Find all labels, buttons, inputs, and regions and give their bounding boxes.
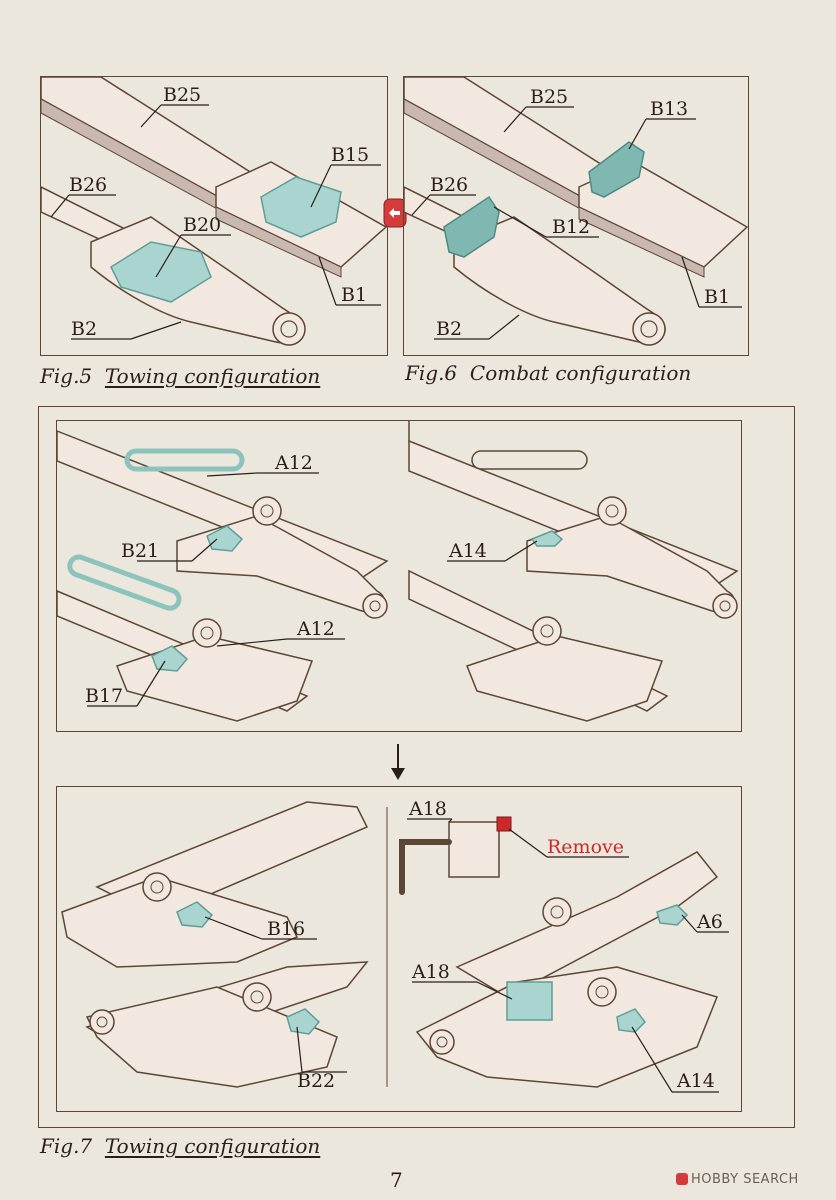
fig6-caption-number: Fig.6 — [405, 361, 458, 385]
fig5-caption-number: Fig.5 — [40, 364, 93, 388]
fig7-top-panel: A12 B21 A12 B17 A14 — [56, 420, 742, 732]
fig5-label-b20: B20 — [183, 214, 221, 236]
a18-block — [448, 821, 500, 878]
fig5-panel: B25 B15 B26 B20 B1 B2 — [40, 76, 388, 356]
fig7-caption-text: Towing configuration — [104, 1134, 321, 1158]
fig6-label-b25: B25 — [530, 86, 568, 108]
b22-part — [286, 1008, 321, 1035]
b12-part — [443, 195, 500, 258]
fig7-label-remove: Remove — [547, 836, 624, 858]
fig7-label-a14: A14 — [676, 1070, 715, 1092]
fig7-label-a18: A18 — [411, 961, 450, 983]
fig5-label-b1: B1 — [341, 284, 367, 306]
b21-part — [206, 525, 244, 552]
remove-tab — [496, 816, 512, 832]
b17-part — [151, 645, 189, 672]
fig7-label-a12-bottom: A12 — [296, 618, 335, 640]
fig6-panel: B25 B13 B26 B12 B1 B2 — [403, 76, 749, 356]
fig6-illustration: B25 B13 B26 B12 B1 B2 — [404, 77, 749, 346]
fig5-illustration: B25 B15 B26 B20 B1 B2 — [41, 77, 388, 346]
down-arrow-icon — [391, 744, 405, 780]
fig6-label-b13: B13 — [650, 98, 688, 120]
fig5-caption-text: Towing configuration — [104, 364, 321, 388]
fig7-bottom-panel: B16 B22 A18 Remove A6 A18 A14 — [56, 786, 742, 1112]
fig6-label-b2: B2 — [436, 318, 462, 340]
fig6-label-b1: B1 — [704, 286, 730, 308]
fig7-label-a18-top: A18 — [408, 798, 447, 820]
a6-part — [656, 904, 689, 926]
b15-part — [260, 176, 342, 238]
page-number: 7 — [390, 1168, 403, 1192]
fig7-label-b16: B16 — [267, 918, 305, 940]
fig7-bottom-illustration: B16 B22 A18 Remove A6 A18 A14 — [61, 798, 729, 1093]
watermark: HOBBY SEARCH — [676, 1172, 799, 1187]
fig7-label-a12-top: A12 — [274, 452, 313, 474]
fig5-caption: Fig.5 Towing configuration — [40, 364, 320, 388]
b13-part — [588, 141, 645, 198]
fig7-label-b21: B21 — [121, 540, 159, 562]
hobby-search-logo-icon — [676, 1173, 688, 1185]
fig5-label-b26: B26 — [69, 174, 107, 196]
fig7-label-a14-top: A14 — [448, 540, 487, 562]
fig6-caption-text: Combat configuration — [469, 361, 692, 385]
fig7-caption: Fig.7 Towing configuration — [40, 1134, 320, 1158]
fig7-top-illustration: A12 B21 A12 B17 A14 — [57, 421, 739, 722]
fig7-label-a6: A6 — [696, 911, 723, 933]
fig7-frame — [38, 406, 795, 1128]
fig6-label-b26: B26 — [430, 174, 468, 196]
a12-handle — [124, 448, 245, 472]
fig5-label-b15: B15 — [331, 144, 369, 166]
watermark-text: HOBBY SEARCH — [691, 1172, 799, 1187]
fig7-label-b22: B22 — [297, 1070, 335, 1092]
fig7-label-b17: B17 — [85, 685, 123, 707]
fig7-caption-number: Fig.7 — [40, 1134, 93, 1158]
a14-installed — [616, 1008, 646, 1033]
fig5-label-b2: B2 — [71, 318, 97, 340]
a18-installed — [506, 981, 553, 1021]
b20-part — [110, 241, 212, 303]
fig5-label-b25: B25 — [163, 84, 201, 106]
fig6-caption: Fig.6 Combat configuration — [405, 361, 691, 385]
fig6-label-b12: B12 — [552, 216, 590, 238]
b16-part — [176, 901, 214, 928]
a14-part — [530, 530, 564, 547]
